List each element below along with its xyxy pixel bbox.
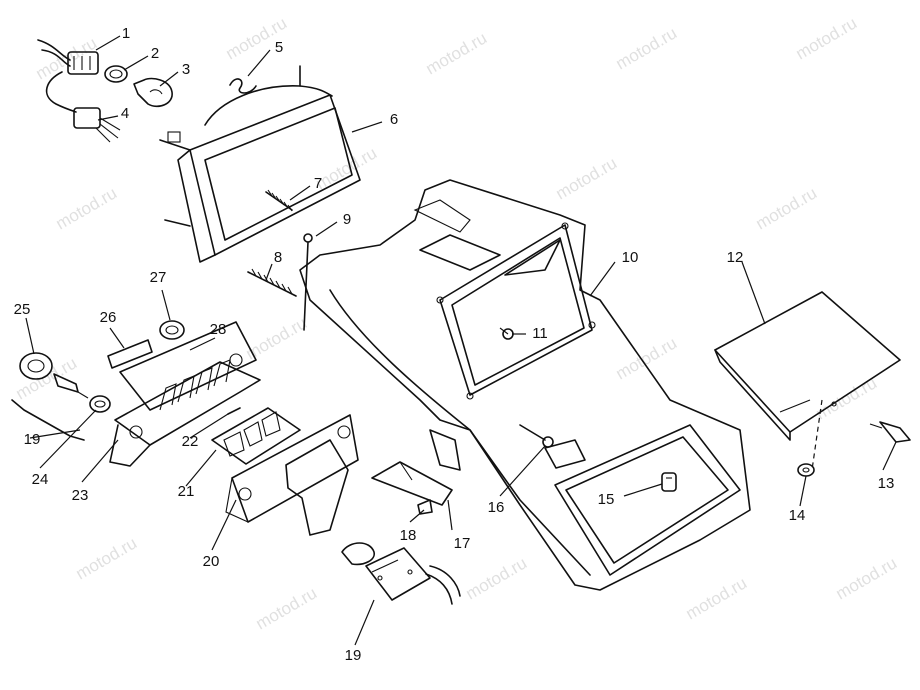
callout-7: 7 <box>314 175 322 192</box>
callout-25: 25 <box>14 301 31 318</box>
switch-nut <box>417 499 433 515</box>
mounting-screw-9 <box>303 233 313 331</box>
ignition-switch <box>341 542 461 605</box>
callout-26: 26 <box>100 309 117 326</box>
key-nut <box>89 395 111 413</box>
pad-nut <box>797 463 815 477</box>
callout-6: 6 <box>390 111 398 128</box>
pad-screw <box>869 421 911 443</box>
watermark-11: motod.ru <box>243 313 311 363</box>
watermark-12: motod.ru <box>613 333 681 383</box>
watermark-17: motod.ru <box>683 573 751 623</box>
screw-16 <box>519 424 554 448</box>
callout-19-bracket: 19 <box>24 431 41 448</box>
callout-17: 17 <box>454 535 471 552</box>
watermark-14: motod.ru <box>73 533 141 583</box>
watermark-15: motod.ru <box>253 583 321 633</box>
headlight-bulb <box>133 77 173 108</box>
callout-19-ignition: 19 <box>345 647 362 664</box>
watermark-5: motod.ru <box>793 13 861 63</box>
watermark-10: motod.ru <box>13 353 81 403</box>
gauge-bracket <box>109 361 261 467</box>
callout-20: 20 <box>203 553 220 570</box>
switch-bracket <box>225 414 359 536</box>
callout-10: 10 <box>622 249 639 266</box>
callout-23: 23 <box>72 487 89 504</box>
callout-16: 16 <box>488 499 505 516</box>
watermark-9: motod.ru <box>753 183 821 233</box>
pad-screw-path <box>811 399 823 471</box>
adjuster-spring-lower <box>247 268 297 297</box>
console-housing <box>299 179 751 591</box>
callout-2: 2 <box>151 45 159 62</box>
wire-clip <box>661 472 677 492</box>
bulb-socket <box>104 65 128 83</box>
callout-11: 11 <box>532 325 548 342</box>
callout-labels: 1 2 3 4 5 6 7 9 8 10 11 12 13 14 15 16 1… <box>14 25 895 664</box>
screw-11 <box>499 327 514 340</box>
adjuster-spring-upper <box>265 189 293 212</box>
callout-21: 21 <box>178 483 195 500</box>
callout-3: 3 <box>182 61 190 78</box>
ignition-key <box>19 352 89 399</box>
callout-13: 13 <box>878 475 895 492</box>
callout-18: 18 <box>400 527 417 544</box>
callout-8: 8 <box>274 249 282 266</box>
decal <box>107 339 153 369</box>
callout-12: 12 <box>727 249 744 266</box>
callout-24: 24 <box>32 471 49 488</box>
leader-lines <box>25 35 897 646</box>
callout-28: 28 <box>210 321 227 338</box>
watermark-3: motod.ru <box>423 28 491 78</box>
callout-1: 1 <box>122 25 130 42</box>
watermark-18: motod.ru <box>833 553 901 603</box>
headlight-housing <box>159 65 361 263</box>
grommet <box>159 320 185 340</box>
callout-27: 27 <box>150 269 167 286</box>
callout-14: 14 <box>789 507 806 524</box>
callout-4: 4 <box>121 105 129 122</box>
assembly-bracket-19 <box>11 399 85 441</box>
toggle-switch <box>371 461 453 506</box>
watermark-13: motod.ru <box>813 373 881 423</box>
wiring-harness <box>37 39 121 143</box>
retainer-spring <box>229 78 257 94</box>
watermark-4: motod.ru <box>613 23 681 73</box>
watermark-8: motod.ru <box>553 153 621 203</box>
indicator-panel <box>119 321 257 411</box>
watermark-16: motod.ru <box>463 553 531 603</box>
callout-15: 15 <box>598 491 615 508</box>
trim-pad <box>714 291 901 441</box>
watermark-6: motod.ru <box>53 183 121 233</box>
callout-9: 9 <box>343 211 351 228</box>
fuse-block <box>211 407 301 465</box>
callout-5: 5 <box>275 39 283 56</box>
callout-22: 22 <box>182 433 199 450</box>
